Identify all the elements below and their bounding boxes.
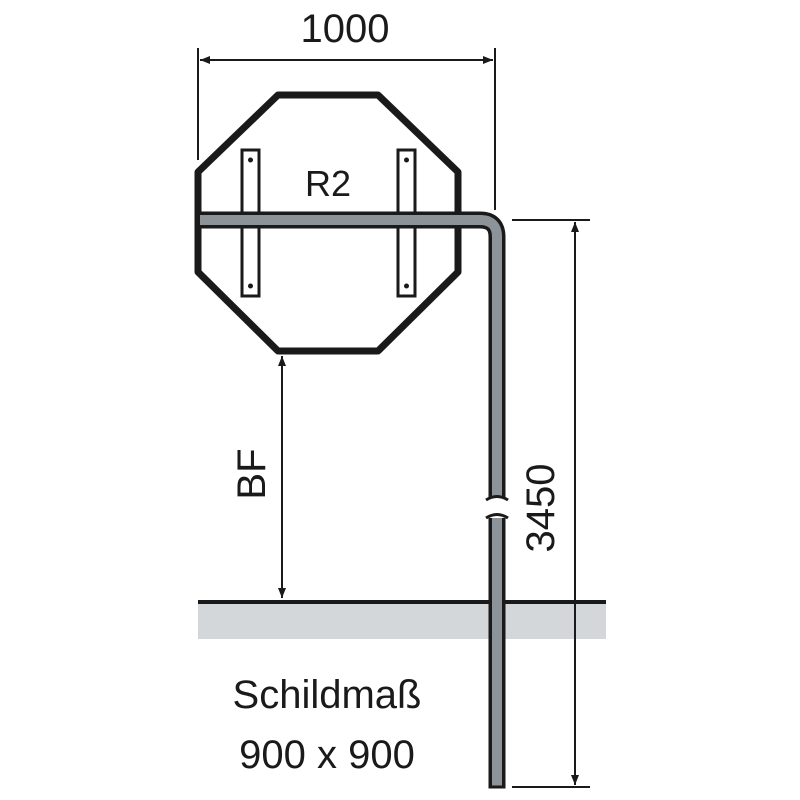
clearance-dimension-label: BF <box>230 448 274 499</box>
ground-strip <box>198 603 606 639</box>
clearance-dimension: BF <box>230 356 286 598</box>
width-dimension-label: 1000 <box>301 7 390 51</box>
caption-line-2: 900 x 900 <box>239 733 415 777</box>
caption-line-1: Schildmaß <box>233 673 422 717</box>
height-dimension-label: 3450 <box>519 464 563 553</box>
pole <box>200 211 509 789</box>
sign-label: R2 <box>305 163 351 204</box>
width-dimension: 1000 <box>197 7 496 210</box>
height-dimension: 3450 <box>512 219 590 788</box>
